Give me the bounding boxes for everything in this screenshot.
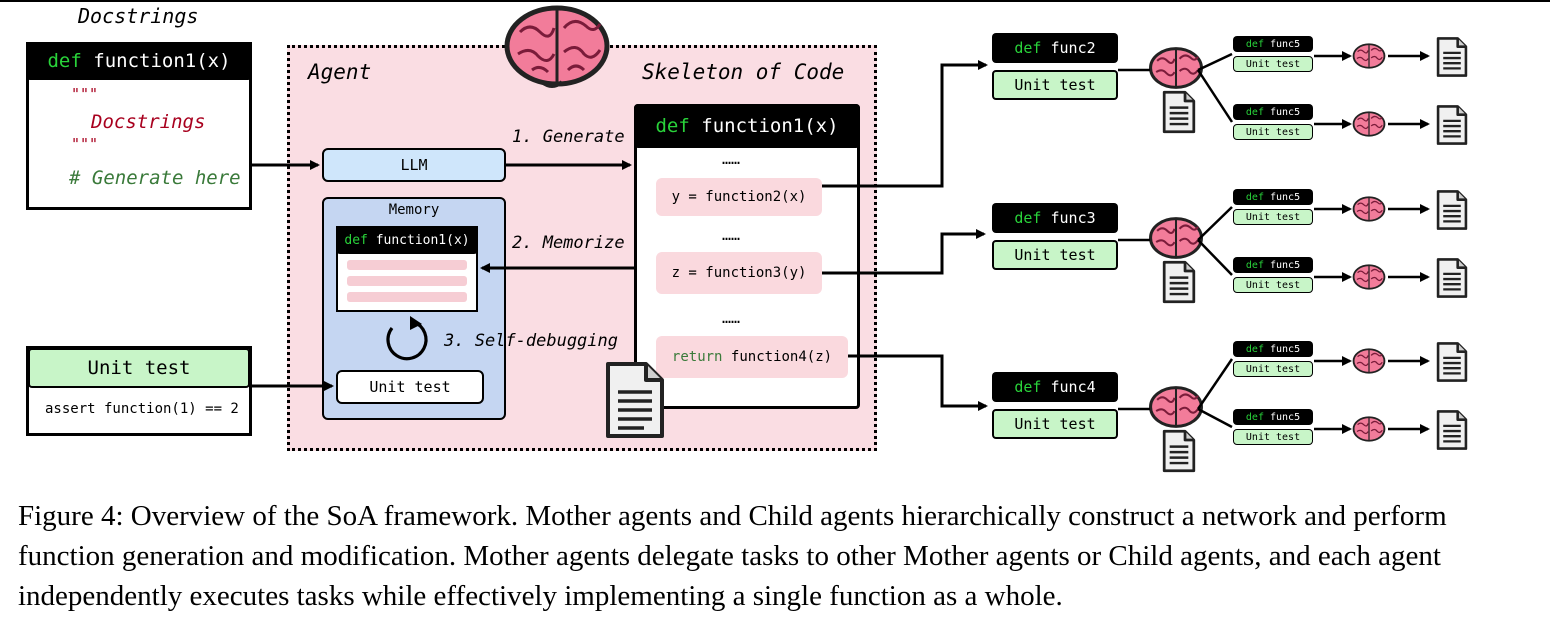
def-keyword: def	[1014, 378, 1042, 396]
cycle-icon	[386, 316, 428, 361]
document-icon	[1436, 410, 1468, 450]
memory-line	[347, 276, 467, 286]
child-function-header: def func5	[1233, 104, 1313, 120]
child-unit-test: Unit test	[1233, 56, 1313, 72]
mother-function-name: func2	[1041, 39, 1096, 57]
brain-icon	[1352, 264, 1386, 290]
child-function-name: func5	[1263, 106, 1301, 118]
memory-line	[347, 292, 467, 302]
function-signature: function1(x)	[93, 50, 231, 72]
child-function-name: func5	[1263, 38, 1301, 50]
child-function-header: def func5	[1233, 189, 1313, 205]
document-icon	[1436, 105, 1468, 145]
mother-function-header: def func3	[992, 203, 1118, 233]
memory-line	[347, 260, 467, 270]
return-call: function4(z)	[730, 349, 833, 365]
child-unit-test: Unit test	[1233, 277, 1313, 293]
skeleton-function-header: def function1(x)	[634, 104, 860, 148]
document-icon	[1436, 190, 1468, 230]
mother-function-name: func3	[1041, 209, 1096, 227]
child-function-name: func5	[1263, 259, 1301, 271]
document-icon	[1436, 258, 1468, 298]
brain-icon	[1352, 416, 1386, 442]
step3-label: 3. Self-debugging	[444, 331, 618, 351]
def-keyword: def	[655, 115, 690, 137]
input-function-card: def function1(x) """ Docstrings """ # Ge…	[26, 42, 252, 210]
agent-label: Agent	[308, 60, 372, 84]
brain-icon	[1352, 196, 1386, 222]
brain-icon	[1149, 217, 1203, 259]
step2-label: 2. Memorize	[512, 233, 625, 253]
child-function-header: def func5	[1233, 341, 1313, 357]
def-keyword: def	[1245, 343, 1264, 355]
docstring-quote-close: """	[71, 135, 99, 153]
input-function-header: def function1(x)	[26, 42, 252, 80]
child-function-name: func5	[1263, 191, 1301, 203]
brain-icon	[1352, 111, 1386, 137]
document-icon	[1162, 260, 1196, 304]
def-keyword: def	[344, 232, 368, 248]
mother-function-name: func4	[1041, 378, 1096, 396]
unit-test-header: Unit test	[28, 348, 250, 388]
assert-statement: assert function(1) == 2	[45, 401, 239, 417]
mother-function-header: def func4	[992, 372, 1118, 402]
code-line-z: z = function3(y)	[656, 252, 822, 294]
brain-icon	[504, 5, 610, 88]
child-unit-test: Unit test	[1233, 124, 1313, 140]
code-line-y: y = function2(x)	[656, 178, 822, 216]
memory-function-header: def function1(x)	[336, 226, 478, 254]
def-keyword: def	[1245, 411, 1264, 423]
def-keyword: def	[1245, 38, 1264, 50]
document-icon	[1162, 429, 1196, 473]
brain-icon	[1352, 348, 1386, 374]
child-function-header: def func5	[1233, 257, 1313, 273]
def-keyword: def	[1245, 191, 1264, 203]
document-icon	[1436, 37, 1468, 77]
skeleton-label: Skeleton of Code	[642, 60, 845, 84]
brain-icon	[1149, 47, 1203, 89]
figure-caption: Figure 4: Overview of the SoA framework.…	[18, 500, 1447, 612]
mother-function-header: def func2	[992, 33, 1118, 63]
mother-unit-test: Unit test	[992, 70, 1118, 100]
step1-label: 1. Generate	[512, 127, 625, 147]
mother-unit-test: Unit test	[992, 409, 1118, 439]
def-keyword: def	[1245, 106, 1264, 118]
docstring-text: Docstrings	[91, 111, 206, 133]
brain-icon	[1352, 43, 1386, 69]
def-keyword: def	[1245, 259, 1264, 271]
docstrings-title: Docstrings	[78, 4, 199, 28]
top-rule	[0, 0, 1550, 2]
memory-unit-test: Unit test	[336, 370, 484, 404]
memory-code-card: def function1(x)	[336, 226, 478, 312]
code-line-return: return function4(z)	[656, 336, 848, 378]
ellipsis: ……	[722, 226, 741, 244]
document-icon	[1162, 90, 1196, 134]
memory-title: Memory	[388, 202, 440, 218]
child-function-header: def func5	[1233, 36, 1313, 52]
child-function-name: func5	[1263, 411, 1301, 423]
def-keyword: def	[47, 50, 82, 72]
document-icon	[606, 362, 664, 438]
brain-icon	[1149, 386, 1203, 428]
return-keyword: return	[671, 349, 723, 365]
child-function-name: func5	[1263, 343, 1301, 355]
child-function-header: def func5	[1233, 409, 1313, 425]
def-keyword: def	[1014, 39, 1042, 57]
generate-comment: # Generate here	[69, 167, 241, 189]
child-unit-test: Unit test	[1233, 209, 1313, 225]
llm-box: LLM	[322, 148, 506, 182]
docstring-quote-open: """	[71, 85, 99, 103]
mother-unit-test: Unit test	[992, 240, 1118, 270]
child-unit-test: Unit test	[1233, 429, 1313, 445]
ellipsis: ……	[722, 309, 741, 327]
document-icon	[1436, 342, 1468, 382]
skeleton-signature: function1(x)	[701, 115, 839, 137]
child-unit-test: Unit test	[1233, 361, 1313, 377]
memory-signature: function1(x)	[375, 232, 470, 248]
input-unit-test-card: Unit test assert function(1) == 2	[26, 346, 252, 436]
ellipsis: ……	[722, 150, 741, 168]
def-keyword: def	[1014, 209, 1042, 227]
